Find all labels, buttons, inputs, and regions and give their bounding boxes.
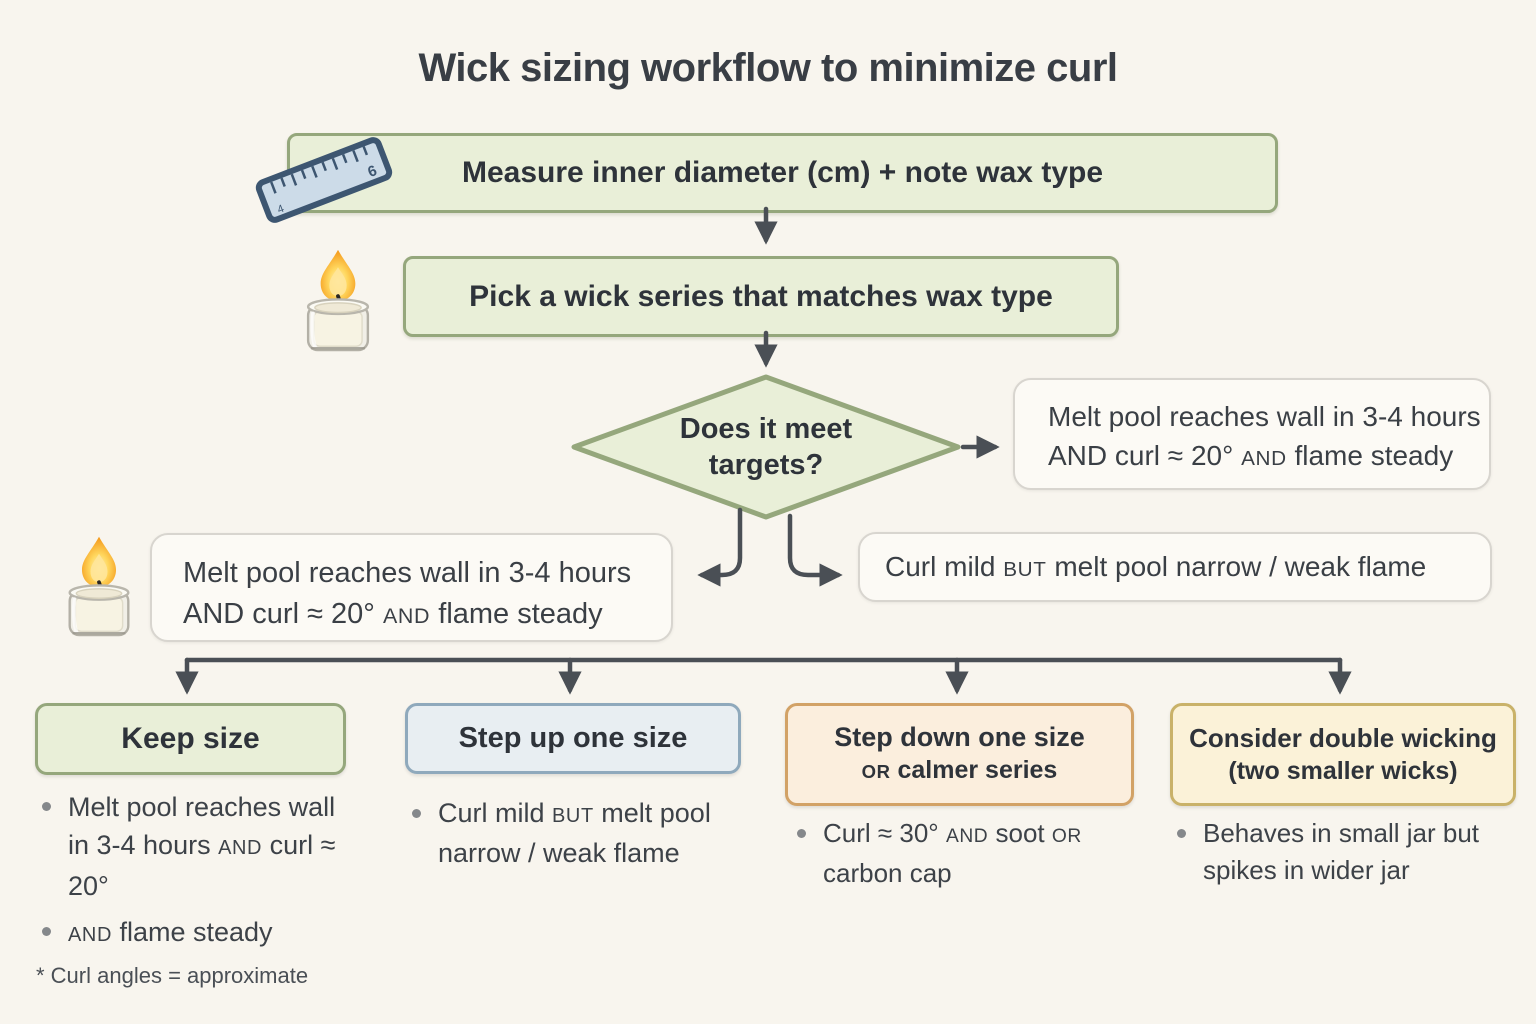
- outcome-double-wick-label: Consider double wicking: [1189, 722, 1497, 753]
- decision-does-it-meet-targets: Does it meet targets?: [570, 374, 962, 520]
- footnote: * Curl angles = approximate: [36, 963, 309, 988]
- step-pick-wick-series: Pick a wick series that matches wax type: [403, 256, 1119, 337]
- yes-branch-line2: AND curl ≈ 20° AND flame steady: [183, 598, 603, 630]
- keep-size-bullets: Melt pool reaches wall in 3-4 hours AND …: [40, 788, 355, 954]
- outcome-step-up: Step up one size: [405, 703, 741, 774]
- candle-icon: [306, 247, 370, 352]
- step-up-bullets: Curl mild BUT melt pool narrow / weak fl…: [410, 795, 755, 872]
- bullet-text: AND flame steady: [68, 917, 273, 947]
- arrow-decision-to-no-note: [787, 513, 843, 587]
- step-pick-label: Pick a wick series that matches wax type: [469, 279, 1053, 313]
- outcome-step-down: Step down one size OR calmer series: [785, 703, 1134, 806]
- step-measure-label: Measure inner diameter (cm) + note wax t…: [461, 156, 1104, 189]
- bullet-text: Behaves in small jar but spikes in wider…: [1203, 818, 1480, 885]
- bullet-text: Melt pool reaches wall in 3-4 hours AND …: [68, 792, 336, 901]
- double-wick-bullets: Behaves in small jar but spikes in wider…: [1175, 815, 1520, 889]
- no-branch-note: Curl mild BUT melt pool narrow / weak fl…: [858, 532, 1492, 602]
- outcome-step-up-label: Step up one size: [458, 722, 688, 754]
- target-criteria-note: Melt pool reaches wall in 3-4 hours AND …: [1013, 378, 1491, 490]
- ruler-icon: 6 4: [255, 137, 393, 223]
- outcome-double-wick-sublabel: (two smaller wicks): [1228, 756, 1458, 785]
- bullet-dot: [412, 809, 421, 818]
- yes-branch-note: Melt pool reaches wall in 3-4 hours AND …: [150, 533, 673, 642]
- decision-label: Does it meet targets?: [679, 413, 853, 481]
- list-item: Curl mild BUT melt pool narrow / weak fl…: [410, 795, 755, 872]
- target-criteria-line2: AND curl ≈ 20° AND flame steady: [1048, 440, 1454, 471]
- outcome-keep-size: Keep size: [35, 703, 346, 775]
- bullet-dot: [42, 927, 51, 936]
- bullet-text: Curl mild BUT melt pool narrow / weak fl…: [438, 798, 711, 868]
- yes-branch-line1: Melt pool reaches wall in 3-4 hours: [183, 557, 632, 589]
- list-item: Behaves in small jar but spikes in wider…: [1175, 815, 1520, 889]
- target-criteria-line1: Melt pool reaches wall in 3-4 hours: [1048, 401, 1481, 432]
- bullet-dot: [1177, 829, 1186, 838]
- candle-icon: [67, 534, 131, 637]
- no-branch-line1: Curl mild BUT melt pool narrow / weak fl…: [885, 551, 1427, 582]
- step-down-bullets: Curl ≈ 30° AND soot OR carbon cap: [795, 815, 1125, 892]
- step-measure-diameter: Measure inner diameter (cm) + note wax t…: [287, 133, 1278, 213]
- bullet-dot: [797, 829, 806, 838]
- list-item: Curl ≈ 30° AND soot OR carbon cap: [795, 815, 1125, 892]
- outcome-step-down-sublabel: OR calmer series: [861, 756, 1058, 784]
- bullet-text: Curl ≈ 30° AND soot OR carbon cap: [823, 818, 1082, 888]
- page-title: Wick sizing workflow to minimize curl: [418, 46, 1118, 90]
- bullet-dot: [42, 802, 51, 811]
- list-item: AND flame steady: [40, 913, 355, 954]
- outcome-keep-size-label: Keep size: [121, 722, 260, 755]
- diamond-shape: [571, 374, 961, 520]
- outcome-double-wick: Consider double wicking (two smaller wic…: [1170, 703, 1516, 806]
- outcome-step-down-label: Step down one size: [834, 722, 1085, 752]
- list-item: Melt pool reaches wall in 3-4 hours AND …: [40, 788, 355, 905]
- svg-text:4: 4: [276, 203, 286, 216]
